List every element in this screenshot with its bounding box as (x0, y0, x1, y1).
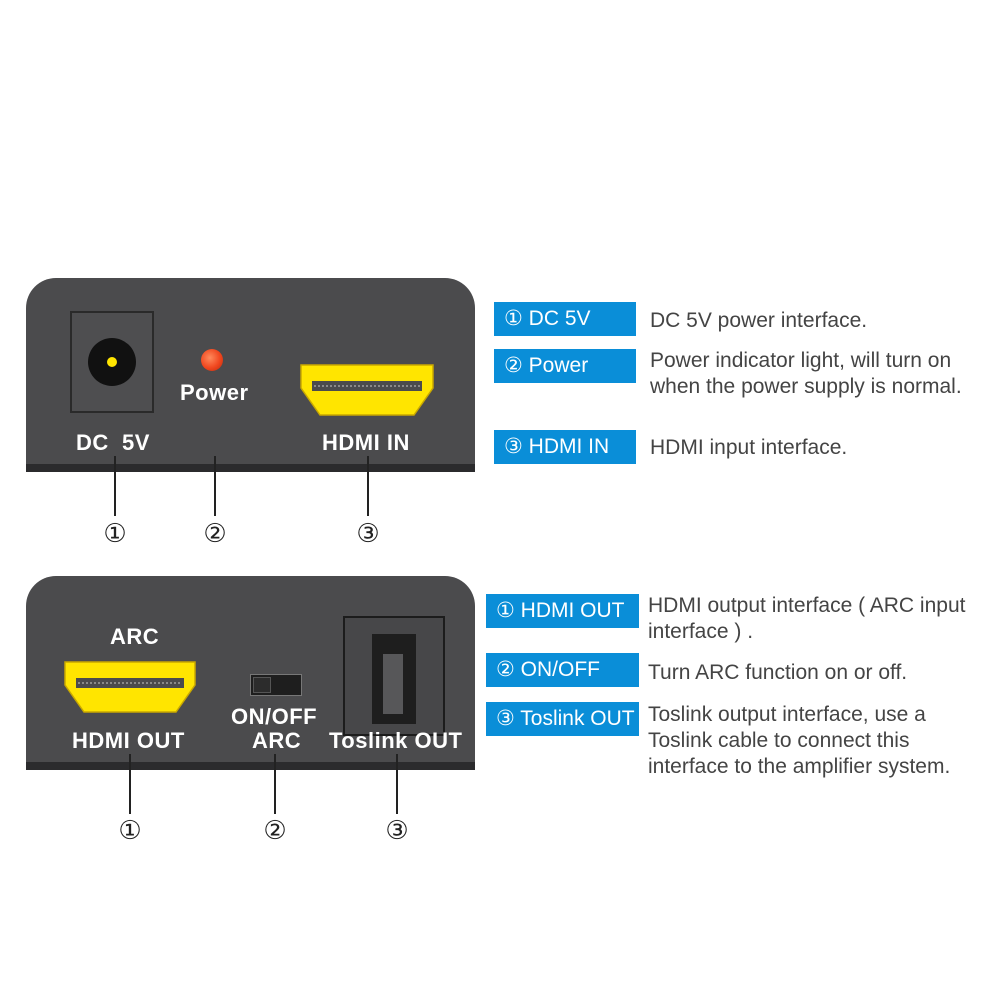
device-panel-bottom: ARC HDMI OUT ON/OFF ARC Toslink OUT (26, 576, 475, 770)
hdmi-in-port-icon (300, 364, 434, 416)
legend-tag-hdmi-in: ③ HDMI IN (494, 430, 636, 464)
arc-switch-label: ARC (252, 728, 302, 753)
hdmi-in-label: HDMI IN (322, 430, 410, 455)
marker-3: ③ (356, 518, 380, 548)
power-label: Power (180, 380, 249, 405)
panel-bottom-edge (26, 762, 475, 770)
arc-label: ARC (110, 624, 160, 649)
leader-line (129, 754, 131, 814)
leader-line (114, 456, 116, 516)
marker-2: ② (203, 518, 227, 548)
leader-line (396, 754, 398, 814)
toslink-out-label: Toslink OUT (329, 728, 463, 753)
hdmi-out-port-icon (64, 661, 196, 713)
dc-5v-label: DC 5V (76, 430, 150, 455)
arc-slide-switch-icon[interactable] (250, 674, 302, 696)
legend-tag-onoff: ② ON/OFF (486, 653, 639, 687)
legend-desc-power: Power indicator light, will turn on when… (650, 349, 962, 398)
marker-2: ② (263, 815, 287, 845)
toslink-port-icon (343, 616, 445, 736)
legend-desc-hdmi-in: HDMI input interface. (650, 436, 848, 459)
marker-1: ① (103, 518, 127, 548)
onoff-label: ON/OFF (231, 704, 318, 729)
leader-line (367, 456, 369, 516)
legend-tag-power: ② Power (494, 349, 636, 383)
legend-desc-dc-5v: DC 5V power interface. (650, 309, 868, 332)
power-led-icon (201, 349, 223, 371)
legend-tag-toslink-out: ③ Toslink OUT (486, 702, 639, 736)
panel-bottom-edge (26, 464, 475, 472)
legend-tag-hdmi-out: ① HDMI OUT (486, 594, 639, 628)
legend-desc-toslink-out: Toslink output interface, use a Toslink … (648, 703, 951, 778)
hdmi-out-label: HDMI OUT (72, 728, 185, 753)
marker-1: ① (118, 815, 142, 845)
leader-line (214, 456, 216, 516)
device-panel-top: DC 5V Power HDMI IN (26, 278, 475, 472)
legend-tag-dc-5v: ① DC 5V (494, 302, 636, 336)
marker-3: ③ (385, 815, 409, 845)
leader-line (274, 754, 276, 814)
legend-desc-hdmi-out: HDMI output interface ( ARC input interf… (648, 594, 966, 643)
legend-desc-onoff: Turn ARC function on or off. (648, 661, 908, 684)
dc-power-jack-icon (70, 311, 154, 413)
